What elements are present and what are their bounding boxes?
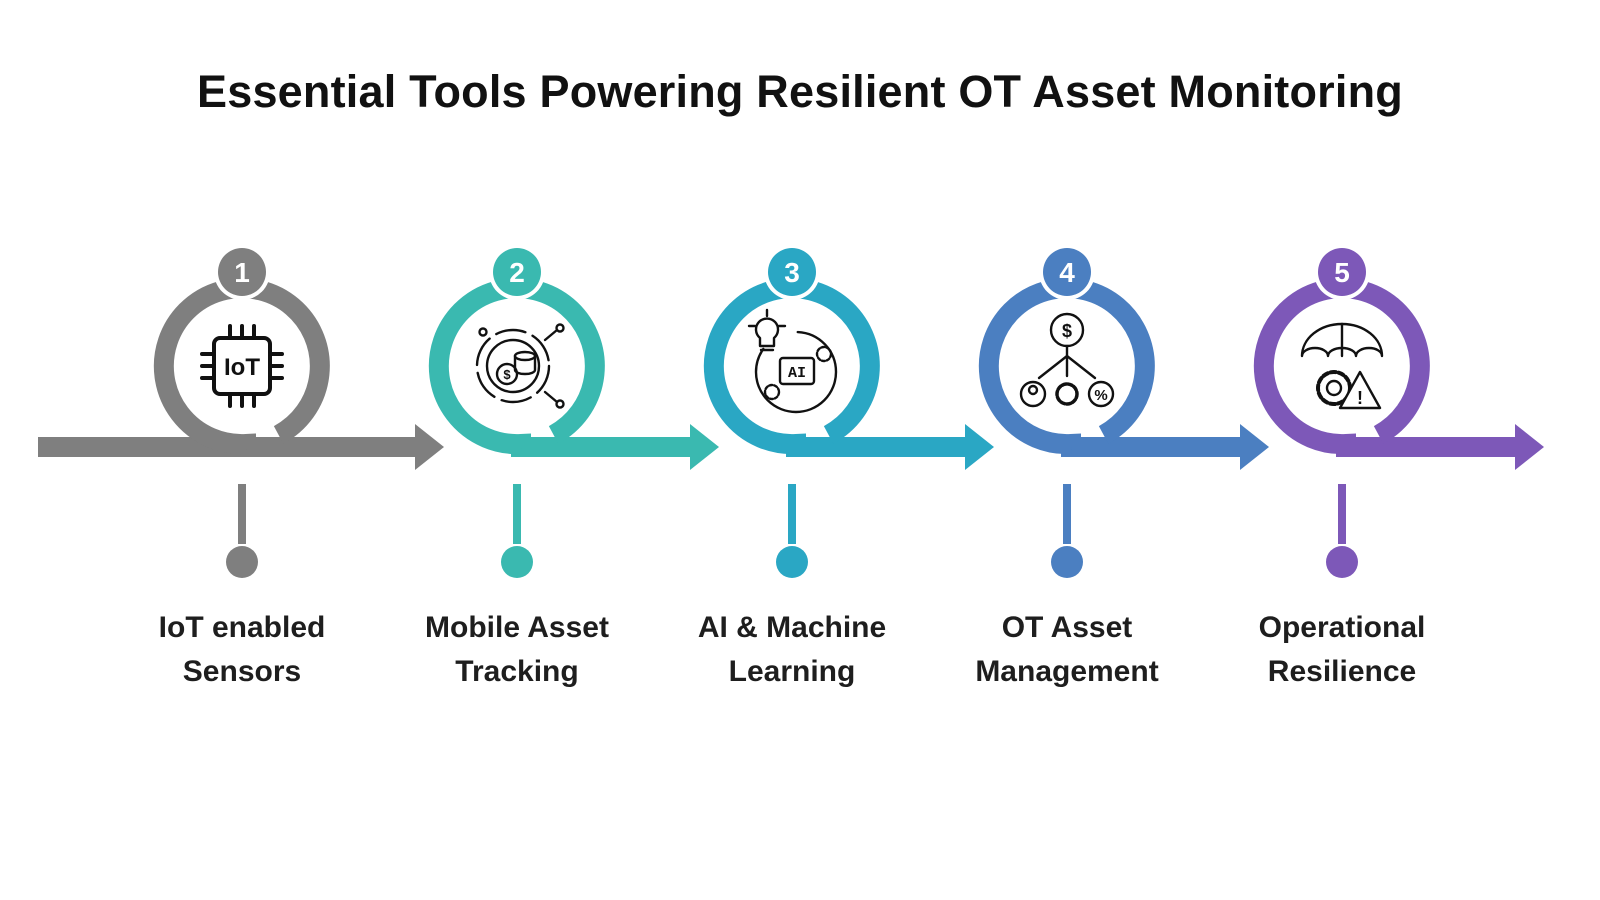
chip-text: IoT: [224, 354, 260, 381]
step-3-stem: [788, 484, 796, 544]
step-3-label-line2: Learning: [728, 655, 856, 688]
step-1-label-line1: IoT enabled: [158, 611, 326, 644]
step-3-ring: [703, 278, 880, 455]
step-5-badge: [1318, 248, 1366, 296]
coin-stack: [513, 354, 537, 376]
donut-inner: [485, 338, 541, 394]
ai-text: AI: [788, 365, 806, 382]
gear: [763, 383, 781, 401]
coin-circle: [495, 362, 519, 386]
percent-node: [1087, 380, 1115, 408]
warning-triangle: [1338, 370, 1382, 410]
step-4-arrow-shaft: [1061, 437, 1243, 457]
step-2-label: Mobile Asset Tracking: [387, 606, 647, 694]
warning-mark: !: [1357, 388, 1363, 408]
node: [478, 327, 488, 337]
iot-chip-icon: IoT: [200, 324, 284, 408]
step-1-stem: [238, 484, 246, 544]
person-head: [1027, 384, 1039, 396]
step-5-ring: [1253, 278, 1430, 455]
step-1-badge: [218, 248, 266, 296]
step-2-arrow-head: [690, 424, 719, 470]
step-2-ring: [428, 278, 605, 455]
step-4-label-line2: Management: [975, 655, 1159, 688]
step-5-number: 5: [1334, 257, 1350, 288]
step-1-ring: [153, 278, 330, 455]
step-2-stem: [513, 484, 521, 544]
ai-screen: [778, 356, 816, 386]
step-1-label-line2: Sensors: [182, 655, 302, 688]
step-3-badge: [768, 248, 816, 296]
step-5-label-line2: Resilience: [1267, 655, 1417, 688]
umbrella-canopy: [1300, 322, 1384, 358]
step-5-stem: [1338, 484, 1346, 544]
step-3-arrow-shaft: [786, 437, 968, 457]
step-2-arrow-shaft: [511, 437, 693, 457]
person-node: [1019, 380, 1047, 408]
step-4-badge: [1043, 248, 1091, 296]
step-1-number: 1: [234, 257, 250, 288]
donut-outer: [475, 328, 551, 404]
branch: [1037, 354, 1069, 380]
step-2: 2$: [428, 244, 719, 578]
step-4-ring: [978, 278, 1155, 455]
step-3-arrow-head: [965, 424, 994, 470]
ai-circle: [754, 330, 838, 414]
step-2-number: 2: [509, 257, 525, 288]
step-5-label-line1: Operational: [1258, 611, 1426, 644]
coin-dollar: $: [503, 367, 511, 382]
asset-management-tree-icon: $%: [1019, 312, 1115, 408]
gear-inner: [1325, 379, 1343, 397]
step-3-label-line1: AI & Machine: [697, 611, 887, 644]
page-title: Essential Tools Powering Resilient OT As…: [197, 66, 1403, 117]
dollar-text: $: [1062, 321, 1072, 341]
step-5: 5!: [1253, 244, 1544, 578]
gear-node: [1055, 382, 1079, 406]
node-line: [543, 328, 559, 342]
step-4: 4 $%: [978, 244, 1269, 578]
step-5-arrow-shaft: [1336, 437, 1518, 457]
node-line: [543, 390, 559, 404]
umbrella-gear-warning-icon: !: [1300, 322, 1384, 410]
step-3-label: AI & Machine Learning: [662, 606, 922, 694]
coin-stack-top: [513, 350, 537, 362]
step-4-arrow-head: [1240, 424, 1269, 470]
branch: [1065, 354, 1097, 380]
step-3: 3AI: [703, 244, 994, 578]
step-3-number: 3: [784, 257, 800, 288]
step-1-label: IoT enabled Sensors: [112, 606, 372, 694]
step-4-label-line1: OT Asset: [1001, 611, 1133, 644]
step-4-dot: [1051, 546, 1083, 578]
step-5-dot: [1326, 546, 1358, 578]
step-5-arrow-head: [1515, 424, 1544, 470]
bulb: [754, 317, 780, 348]
step-4-stem: [1063, 484, 1071, 544]
step-5-label: Operational Resilience: [1212, 606, 1472, 694]
node: [555, 399, 565, 409]
asset-tracking-coins-icon: $: [475, 323, 565, 409]
step-2-dot: [501, 546, 533, 578]
ai-lightbulb-gears-icon: AI: [747, 308, 838, 414]
step-1-arrow-head: [415, 424, 444, 470]
step-4-number: 4: [1059, 257, 1075, 288]
node: [555, 323, 565, 333]
step-2-label-line1: Mobile Asset: [425, 611, 609, 644]
step-2-badge: [493, 248, 541, 296]
step-1-dot: [226, 546, 258, 578]
step-2-label-line2: Tracking: [455, 655, 579, 688]
step-4-label: OT Asset Management: [937, 606, 1197, 694]
percent-text: %: [1094, 387, 1107, 404]
gear: [815, 345, 833, 363]
step-3-dot: [776, 546, 808, 578]
